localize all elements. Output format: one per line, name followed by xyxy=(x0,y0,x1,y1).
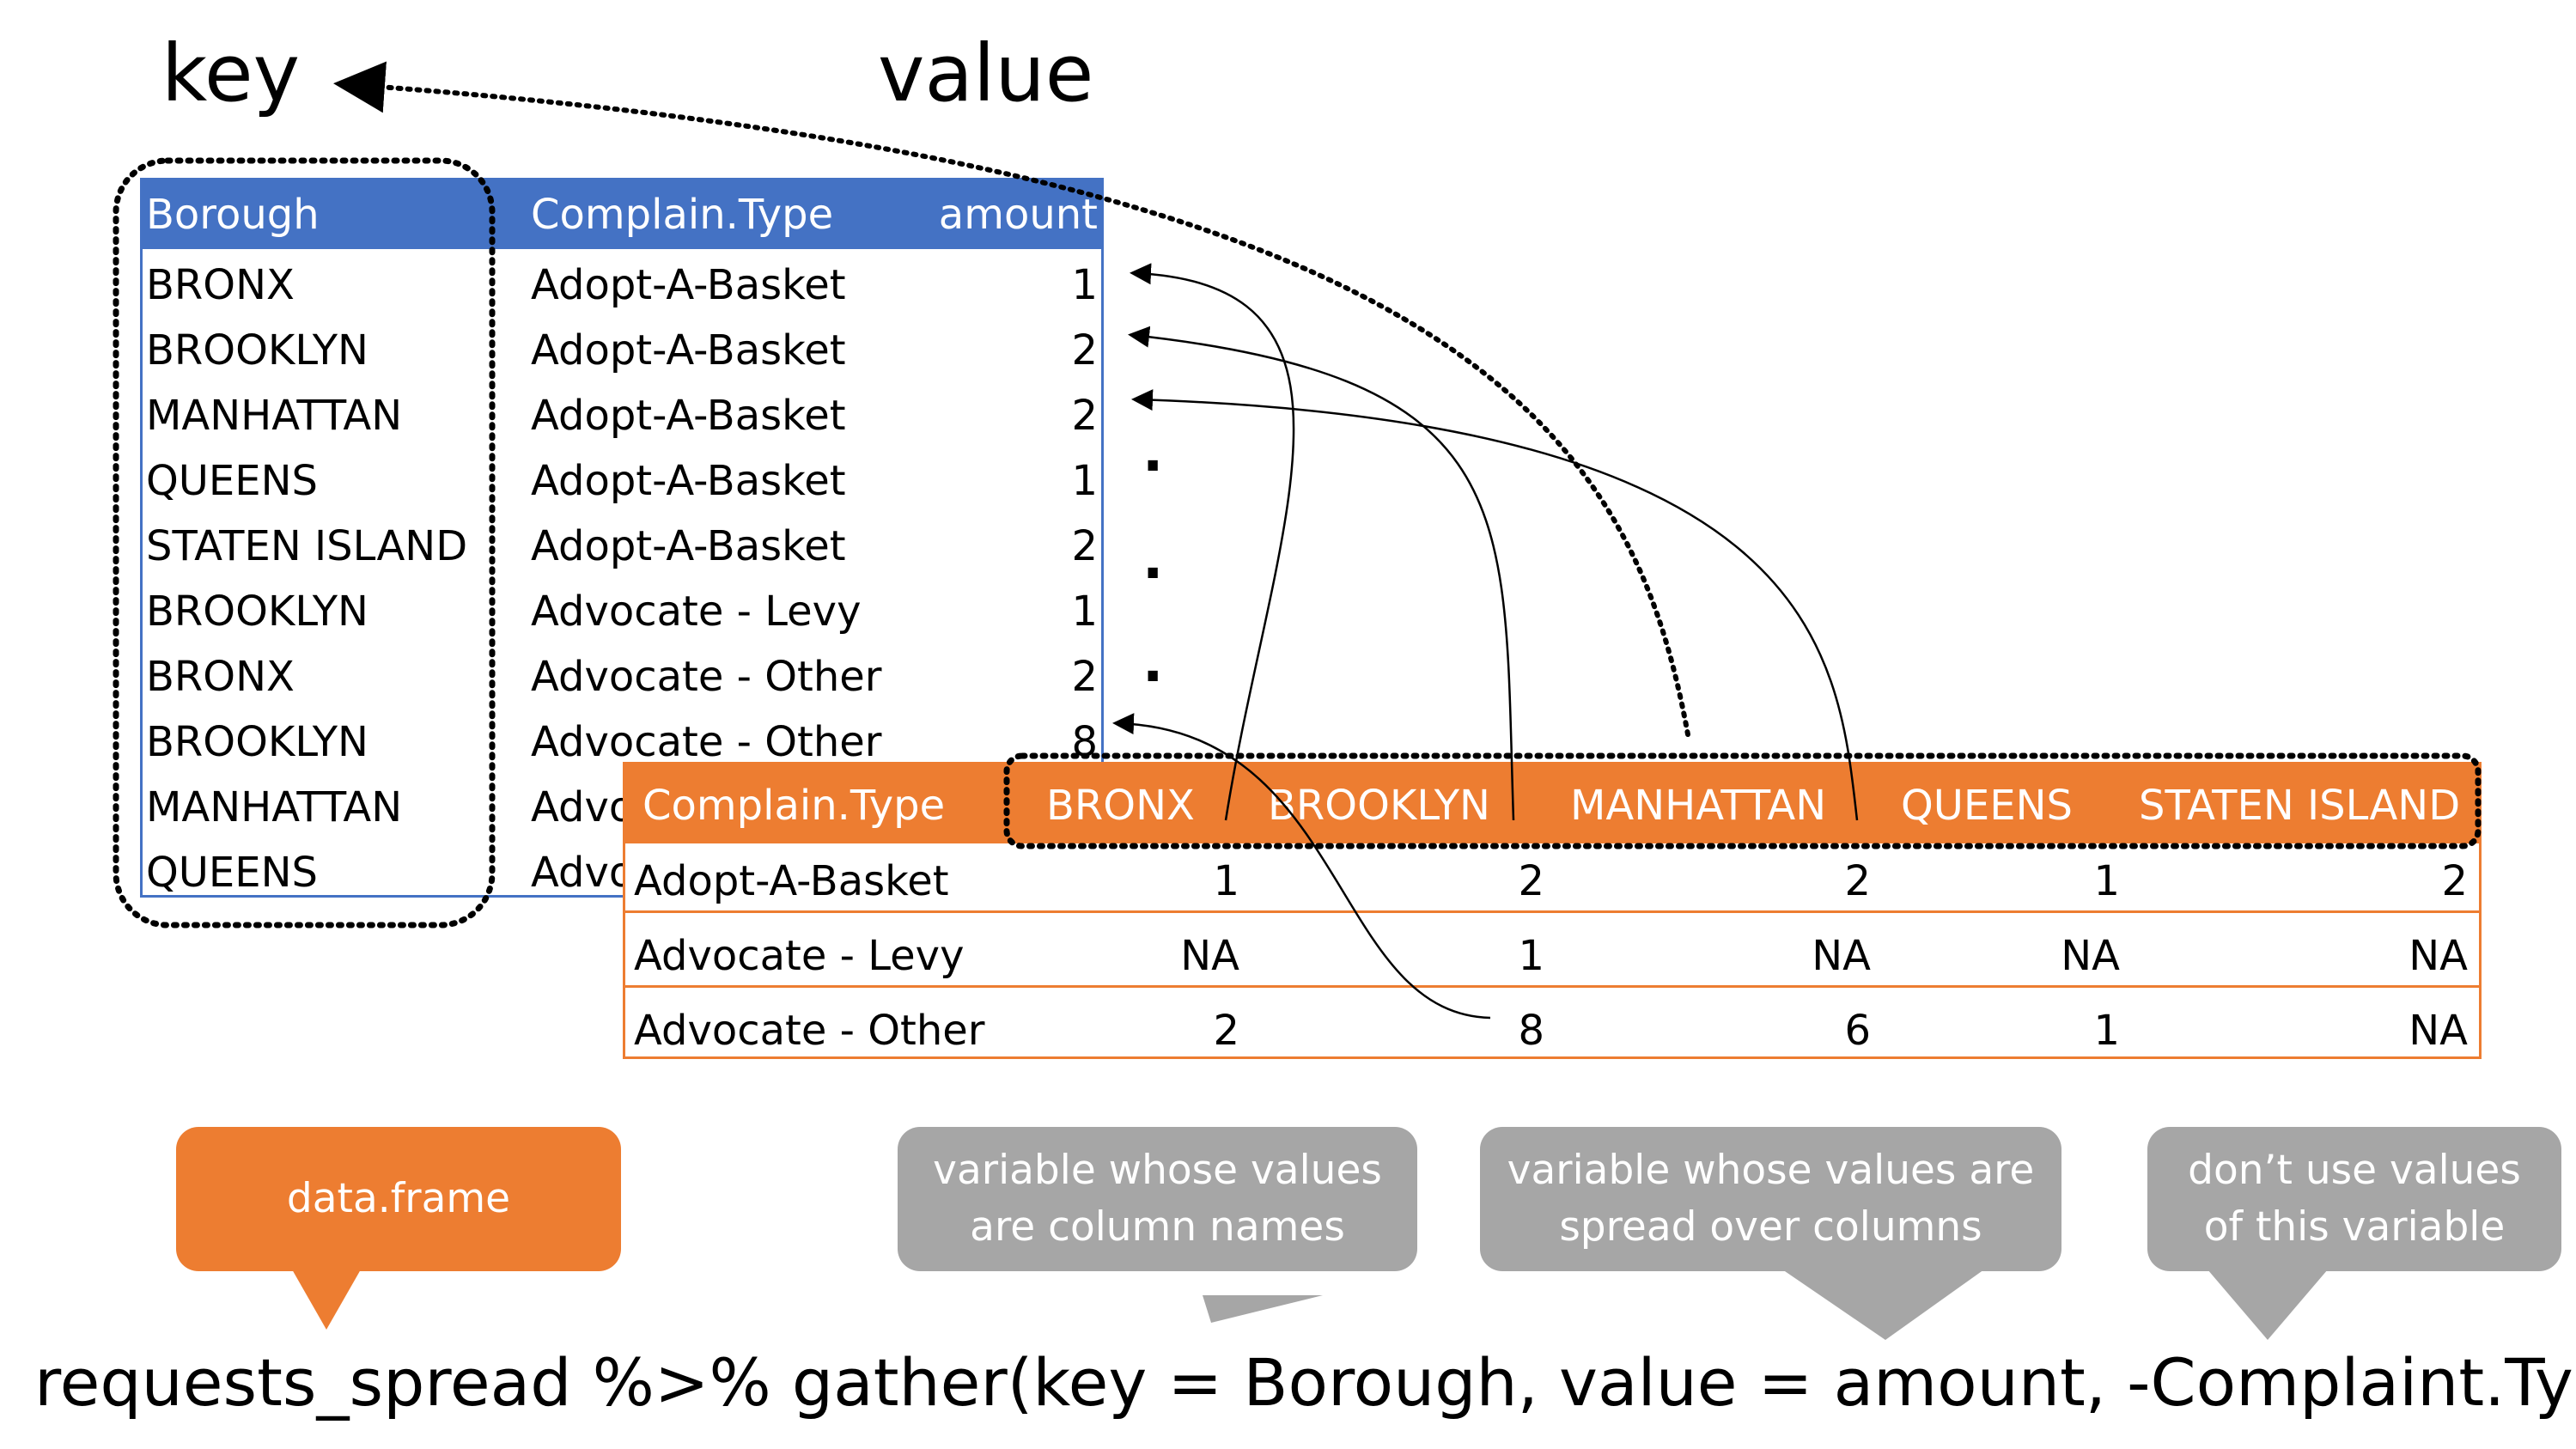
value-var-callout-tail xyxy=(1782,1269,1984,1340)
ellipsis-dot: . xyxy=(1142,421,1164,484)
value-var-callout: variable whose values are spread over co… xyxy=(1480,1127,2061,1271)
long-cell-borough: BRONX xyxy=(146,653,295,701)
wide-cell-value: 1 xyxy=(2093,1007,2120,1055)
wide-cell-value: NA xyxy=(2409,932,2468,980)
wide-cell-value: NA xyxy=(1180,932,1239,980)
data-frame-callout-text: data.frame xyxy=(286,1175,511,1223)
long-cell-borough: QUEENS xyxy=(146,849,318,897)
wide-cell-complain-type: Advocate - Levy xyxy=(634,932,965,980)
key-label: key xyxy=(161,27,301,119)
long-cell-complain-type: Adopt-A-Basket xyxy=(531,457,846,505)
long-cell-complain-type: Advocate - Other xyxy=(531,718,882,766)
long-cell-complain-type: Adopt-A-Basket xyxy=(531,392,846,440)
key-var-callout-tail xyxy=(1203,1295,1323,1323)
long-cell-amount: 2 xyxy=(1071,326,1098,374)
wide-cell-complain-type: Advocate - Other xyxy=(634,1007,985,1055)
ellipsis-dot: . xyxy=(1142,528,1164,592)
data-frame-callout-tail xyxy=(292,1269,361,1330)
wide-header-bronx: BRONX xyxy=(1046,782,1195,830)
wide-cell-value: 1 xyxy=(2093,857,2120,905)
wide-row-divider xyxy=(625,910,2479,913)
long-cell-borough: MANHATTAN xyxy=(146,783,403,831)
gather-command: requests_spread %>% gather(key = Borough… xyxy=(34,1344,2576,1421)
long-cell-complain-type: Adopt-A-Basket xyxy=(531,326,846,374)
wide-cell-value: NA xyxy=(2061,932,2120,980)
exclude-var-callout: don’t use values of this variable xyxy=(2147,1127,2561,1271)
exclude-var-callout-text: don’t use values of this variable xyxy=(2188,1147,2521,1251)
long-cell-complain-type: Adopt-A-Basket xyxy=(531,261,846,309)
long-cell-amount: 1 xyxy=(1071,457,1098,505)
wide-cell-value: 8 xyxy=(1518,1007,1544,1055)
long-cell-amount: 2 xyxy=(1071,653,1098,701)
ellipsis-dot: . xyxy=(1142,631,1164,695)
value-label: value xyxy=(878,27,1094,119)
wide-header-staten-island: STATEN ISLAND xyxy=(2139,782,2461,830)
wide-row-divider xyxy=(625,985,2479,988)
exclude-var-callout-tail xyxy=(2208,1269,2328,1340)
long-header-borough: Borough xyxy=(146,191,320,239)
long-cell-complain-type: Advocate - Levy xyxy=(531,588,862,636)
wide-header-queens: QUEENS xyxy=(1901,782,2073,830)
manhattan-value-arrow xyxy=(1131,389,1859,821)
brooklyn-value-arrow xyxy=(1128,326,1515,821)
wide-cell-value: 1 xyxy=(1518,932,1544,980)
long-cell-amount: 1 xyxy=(1071,588,1098,636)
wide-cell-complain-type: Adopt-A-Basket xyxy=(634,857,949,905)
long-cell-amount: 1 xyxy=(1071,261,1098,309)
long-cell-borough: BROOKLYN xyxy=(146,326,368,374)
long-cell-borough: QUEENS xyxy=(146,457,318,505)
wide-cell-value: 2 xyxy=(1213,1007,1239,1055)
wide-cell-value: 2 xyxy=(2441,857,2468,905)
wide-cell-value: 1 xyxy=(1213,857,1239,905)
long-cell-complain-type: Adopt-A-Basket xyxy=(531,522,846,570)
long-cell-amount: 8 xyxy=(1071,718,1098,766)
data-frame-callout: data.frame xyxy=(176,1127,621,1271)
wide-cell-value: 6 xyxy=(1844,1007,1871,1055)
long-cell-borough: BROOKLYN xyxy=(146,588,368,636)
wide-header-manhattan: MANHATTAN xyxy=(1570,782,1827,830)
long-cell-borough: BROOKLYN xyxy=(146,718,368,766)
long-cell-amount: 2 xyxy=(1071,392,1098,440)
long-cell-borough: STATEN ISLAND xyxy=(146,522,468,570)
wide-cell-value: NA xyxy=(1812,932,1871,980)
long-header-amount: amount xyxy=(938,191,1098,239)
wide-header-complain-type: Complain.Type xyxy=(642,782,946,830)
wide-header-brooklyn: BROOKLYN xyxy=(1268,782,1490,830)
wide-table: Complain.Type BRONX BROOKLYN MANHATTAN Q… xyxy=(623,762,2482,1059)
key-var-callout: variable whose values are column names xyxy=(898,1127,1417,1271)
long-cell-borough: MANHATTAN xyxy=(146,392,403,440)
value-var-callout-text: variable whose values are spread over co… xyxy=(1507,1147,2035,1251)
long-cell-borough: BRONX xyxy=(146,261,295,309)
wide-cell-value: 2 xyxy=(1518,857,1544,905)
key-var-callout-text: variable whose values are column names xyxy=(933,1147,1382,1251)
wide-cell-value: 2 xyxy=(1844,857,1871,905)
long-cell-amount: 2 xyxy=(1071,522,1098,570)
long-header-complain-type: Complain.Type xyxy=(531,191,834,239)
wide-cell-value: NA xyxy=(2409,1007,2468,1055)
long-cell-complain-type: Advocate - Other xyxy=(531,653,882,701)
